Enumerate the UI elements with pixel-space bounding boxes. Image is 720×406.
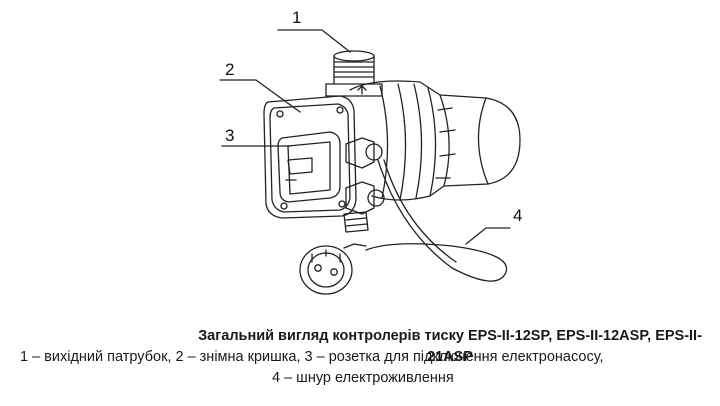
pump-socket — [277, 131, 341, 203]
callout-line-1 — [277, 29, 351, 53]
power-cord — [365, 159, 508, 282]
callout-line-4 — [465, 227, 511, 245]
callout-line-2 — [219, 79, 301, 113]
caption-legend-line-2: 4 – шнур електроживлення — [272, 370, 454, 386]
cable-gland-upper — [345, 137, 383, 169]
caption-legend-line-1: 1 – вихідний патрубок, 2 – знімна кришка… — [20, 349, 604, 365]
caption-title: Загальний вигляд контролерів тиску EPS-I… — [198, 328, 702, 365]
callout-label-2: 2 — [225, 60, 235, 79]
callout-label-1: 1 — [292, 8, 302, 27]
power-plug — [299, 243, 367, 295]
callout-label-3: 3 — [225, 126, 235, 145]
ribbed-housing — [349, 80, 456, 201]
cable-gland-lower — [345, 181, 385, 215]
motor-cylinder — [439, 94, 521, 187]
inlet-stub — [343, 211, 369, 233]
callout-label-4: 4 — [513, 206, 523, 225]
device-illustration: 1 2 3 4 — [219, 8, 523, 295]
outlet-pipe — [325, 50, 383, 97]
front-cover — [263, 95, 357, 219]
pressure-controller-drawing — [219, 29, 521, 295]
